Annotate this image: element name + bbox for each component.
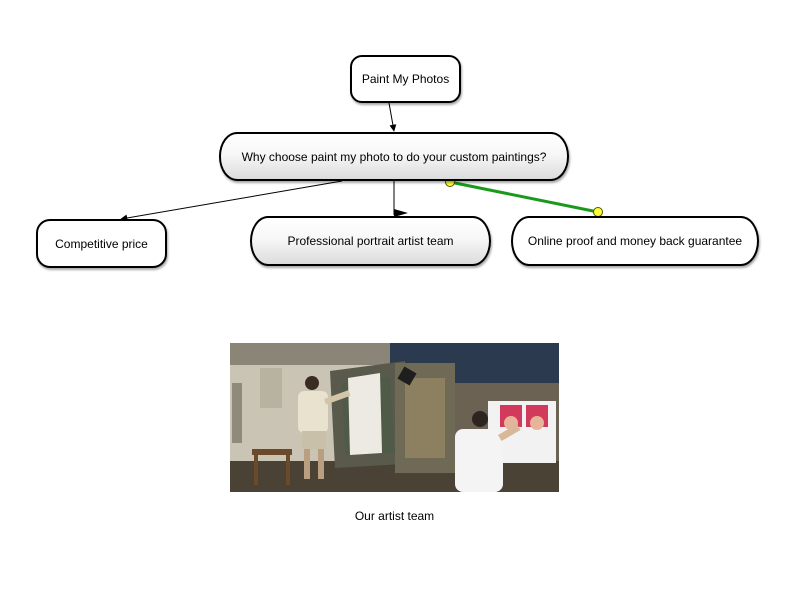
child-node-artist-team[interactable]: Professional portrait artist team bbox=[250, 216, 491, 266]
edge-root-to-question[interactable] bbox=[388, 102, 397, 132]
child-node-label: Competitive price bbox=[55, 236, 148, 251]
child-node-label: Online proof and money back guarantee bbox=[527, 234, 743, 248]
child-node-label: Professional portrait artist team bbox=[287, 234, 454, 248]
child-node-online-proof[interactable]: Online proof and money back guarantee bbox=[511, 216, 759, 266]
root-node-label: Paint My Photos bbox=[361, 72, 450, 86]
question-node-label: Why choose paint my photo to do your cus… bbox=[241, 149, 547, 164]
root-node[interactable]: Paint My Photos bbox=[350, 55, 461, 103]
edge-question-to-competitive-price[interactable] bbox=[120, 180, 343, 222]
question-node[interactable]: Why choose paint my photo to do your cus… bbox=[219, 132, 569, 181]
photo-caption: Our artist team bbox=[354, 509, 435, 523]
artist-team-photo bbox=[230, 343, 559, 492]
child-node-competitive-price[interactable]: Competitive price bbox=[36, 219, 167, 268]
edge-question-to-online-proof-selected[interactable] bbox=[449, 180, 599, 214]
